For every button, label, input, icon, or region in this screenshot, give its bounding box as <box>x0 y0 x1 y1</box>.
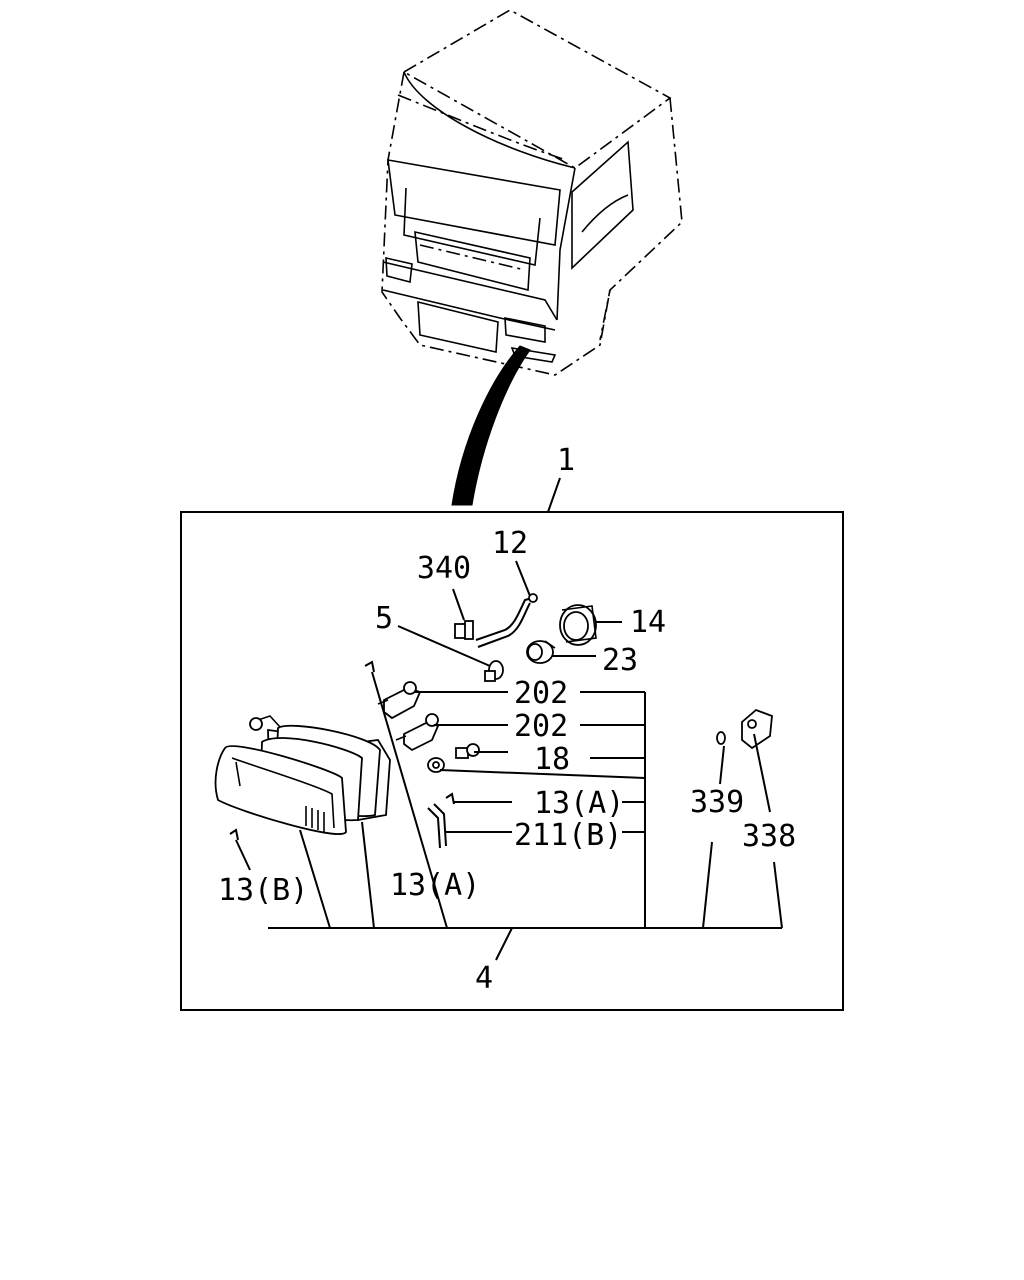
callout-211b: 211(B) <box>514 818 622 853</box>
callout-202-lower: 202 <box>514 709 568 744</box>
assembly-frame <box>180 511 844 1011</box>
callout-18: 18 <box>534 742 570 777</box>
callout-13a-right: 13(A) <box>534 786 624 821</box>
callout-13b: 13(B) <box>218 873 308 908</box>
part-12-harness <box>475 593 538 648</box>
part-211b-wire <box>427 803 447 849</box>
part-338-bracket <box>741 708 773 750</box>
part-13a-clip-right <box>445 792 455 805</box>
part-340-connector <box>454 620 474 640</box>
part-23-bulb-socket <box>526 640 556 664</box>
callout-23: 23 <box>602 643 638 678</box>
part-202-bracket-lower <box>395 713 440 752</box>
part-nut <box>427 757 445 773</box>
callout-12: 12 <box>492 526 528 561</box>
part-339-clip <box>716 731 726 745</box>
part-13b-clip <box>229 828 239 841</box>
part-14-ring <box>559 604 597 646</box>
callout-338: 338 <box>742 819 796 854</box>
part-13a-clip-upper <box>364 660 375 673</box>
truck-cab-illustration <box>381 9 683 506</box>
assembly-label: 1 <box>557 443 575 478</box>
part-18-screw <box>455 743 480 759</box>
callout-13a-left: 13(A) <box>390 868 480 903</box>
part-fog-lamp-housing <box>214 715 391 835</box>
callout-339: 339 <box>690 785 744 820</box>
callout-14: 14 <box>630 605 666 640</box>
callout-5: 5 <box>375 601 393 636</box>
callout-4: 4 <box>475 961 493 996</box>
leader-lines <box>235 560 783 961</box>
callout-340: 340 <box>417 551 471 586</box>
part-5-bulb <box>484 660 504 682</box>
callout-202-upper: 202 <box>514 676 568 711</box>
